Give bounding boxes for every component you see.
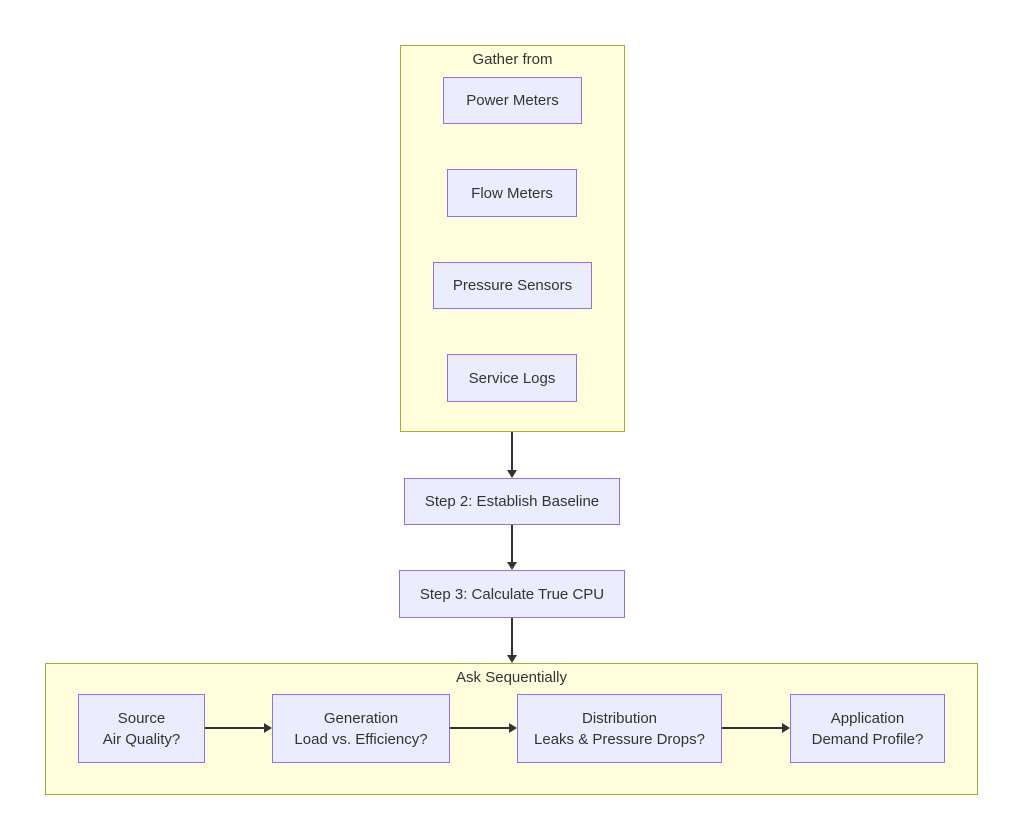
node-distribution-leaks-pressure-drops: Distribution Leaks & Pressure Drops? [517, 694, 722, 763]
node-generation-line1: Generation [323, 709, 399, 727]
node-step2-establish-baseline: Step 2: Establish Baseline [404, 478, 620, 525]
arrowhead-right-icon [782, 723, 790, 733]
arrowhead-down-icon [507, 470, 517, 478]
arrow-line [511, 432, 513, 470]
arrow-line [205, 727, 264, 729]
node-source-air-quality: Source Air Quality? [78, 694, 205, 763]
node-step2-label: Step 2: Establish Baseline [424, 493, 600, 510]
node-application-demand-profile: Application Demand Profile? [790, 694, 945, 763]
arrowhead-down-icon [507, 655, 517, 663]
arrow-step2-to-step3 [506, 525, 518, 570]
node-flow-meters: Flow Meters [447, 169, 577, 217]
arrow-line [511, 525, 513, 562]
node-flow-meters-label: Flow Meters [471, 184, 553, 202]
arrowhead-right-icon [509, 723, 517, 733]
node-power-meters-label: Power Meters [466, 92, 559, 109]
arrow-line [450, 727, 509, 729]
arrowhead-down-icon [507, 562, 517, 570]
arrow-line [511, 618, 513, 655]
arrow-step3-to-ask [506, 618, 518, 663]
node-pressure-sensors-label: Pressure Sensors [452, 277, 573, 294]
node-step3-calculate-true-cpu: Step 3: Calculate True CPU [399, 570, 625, 618]
node-application-line1: Application [830, 709, 905, 727]
node-service-logs-label: Service Logs [468, 369, 556, 387]
node-source-line2: Air Quality? [102, 730, 181, 748]
node-service-logs: Service Logs [447, 354, 577, 402]
cluster-gather-title: Gather from [472, 51, 553, 68]
arrow-gather-to-step2 [506, 432, 518, 478]
node-generation-load-efficiency: Generation Load vs. Efficiency? [272, 694, 450, 763]
arrowhead-right-icon [264, 723, 272, 733]
node-source-line1: Source [117, 709, 166, 727]
node-distribution-line2: Leaks & Pressure Drops? [534, 730, 705, 748]
node-pressure-sensors: Pressure Sensors [433, 262, 592, 309]
cluster-ask-title: Ask Sequentially [456, 669, 567, 686]
arrow-distribution-to-application [722, 722, 790, 734]
node-distribution-line1: Distribution [581, 709, 658, 727]
arrow-generation-to-distribution [450, 722, 517, 734]
node-step3-label: Step 3: Calculate True CPU [419, 585, 605, 603]
node-generation-line2: Load vs. Efficiency? [294, 730, 428, 748]
node-application-line2: Demand Profile? [811, 730, 924, 748]
node-power-meters: Power Meters [443, 77, 582, 124]
arrow-source-to-generation [205, 722, 272, 734]
arrow-line [722, 727, 782, 729]
